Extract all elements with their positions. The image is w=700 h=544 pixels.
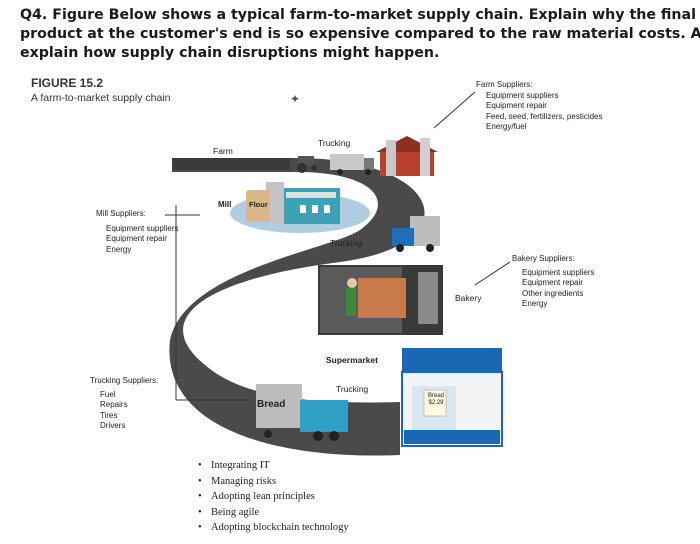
bullet-item: Managing risks <box>198 474 349 490</box>
tractor-icon <box>297 156 317 173</box>
farm-suppliers-title: Farm Suppliers: <box>476 80 533 89</box>
supermarket-icon <box>401 348 503 447</box>
mill-label: Mill <box>218 200 232 209</box>
connector-lines <box>165 91 511 401</box>
mill-suppliers-list: Mill Suppliers: Equipment suppliers Equi… <box>96 209 178 255</box>
bakery-supplier-item: Equipment suppliers <box>522 267 595 277</box>
shelf-price-tag: Bread $2.29 <box>426 393 446 407</box>
bullet-item: Being agile <box>198 505 349 521</box>
bullet-item: Integrating IT <box>198 458 349 474</box>
mill-supplier-item: Equipment suppliers <box>106 223 179 233</box>
question-line-1: Q4. Figure Below shows a typical farm-to… <box>20 7 696 23</box>
shelf-tag-price: $2.29 <box>428 400 444 406</box>
trucking-mid-label: Trucking <box>330 238 363 248</box>
farm-supplier-item: Equipment repair <box>486 101 547 110</box>
mill-supplier-item: Equipment repair <box>106 234 167 243</box>
question-line-3: explain how supply chain disruptions mig… <box>20 45 440 61</box>
farm-supplier-item: Equipment suppliers <box>486 90 559 100</box>
bakery-supplier-item: Equipment repair <box>522 278 583 287</box>
farm-supplier-item: Energy/fuel <box>486 122 527 131</box>
flour-bag-label: Flour <box>249 200 268 209</box>
bakery-suppliers-list: Bakery Suppliers: Equipment suppliers Eq… <box>512 254 594 310</box>
trucking-supplier-item: Fuel <box>100 389 116 399</box>
trucking-supplier-item: Tires <box>100 410 118 420</box>
figure-title: FIGURE 15.2 <box>31 76 104 90</box>
bakery-suppliers-title: Bakery Suppliers: <box>512 254 575 263</box>
bullet-item: Adopting lean principles <box>198 489 349 505</box>
mill-supplier-item: Energy <box>106 244 132 254</box>
supply-road <box>169 158 425 456</box>
bread-truck-sign: Bread <box>257 399 286 410</box>
figure-subtitle: A farm-to-market supply chain <box>31 92 171 104</box>
trucking-supplier-item: Repairs <box>100 400 128 409</box>
truck-bottom-icon <box>256 384 348 441</box>
farm-ground <box>172 158 290 170</box>
strategy-bullet-list: Integrating IT Managing risks Adopting l… <box>198 458 349 536</box>
barn-icon <box>376 136 438 176</box>
shelf-tag-item: Bread <box>427 393 444 399</box>
sparkle-icon: ✦ <box>290 92 300 106</box>
bullet-item: Adopting blockchain technology <box>198 520 349 536</box>
bakery-label: Bakery <box>455 293 482 303</box>
truck-middle-icon <box>392 216 440 252</box>
farm-label: Farm <box>213 146 233 156</box>
trucking-suppliers-title: Trucking Suppliers: <box>90 376 159 385</box>
trucking-suppliers-list: Trucking Suppliers: Fuel Repairs Tires D… <box>90 376 158 432</box>
mill-building-icon <box>266 182 340 224</box>
trucking-top-label: Trucking <box>318 138 351 148</box>
question-line-2: product at the customer's end is so expe… <box>20 26 700 42</box>
farm-suppliers-list: Farm Suppliers: Equipment suppliers Equi… <box>476 80 603 133</box>
bakery-room-icon <box>318 265 443 335</box>
question-text: Q4. Figure Below shows a typical farm-to… <box>20 6 700 63</box>
trucking-supplier-item: Drivers <box>100 421 126 430</box>
farm-supplier-item: Feed, seed, fertilizers, pesticides <box>486 111 603 121</box>
bakery-supplier-item: Other ingredients <box>522 288 584 298</box>
flour-bag-icon <box>246 190 270 222</box>
mill-suppliers-title: Mill Suppliers: <box>96 209 146 218</box>
bakery-supplier-item: Energy <box>522 299 548 308</box>
truck-top-icon <box>330 154 374 175</box>
supermarket-label: Supermarket <box>326 355 378 365</box>
trucking-bottom-label: Trucking <box>336 384 369 394</box>
